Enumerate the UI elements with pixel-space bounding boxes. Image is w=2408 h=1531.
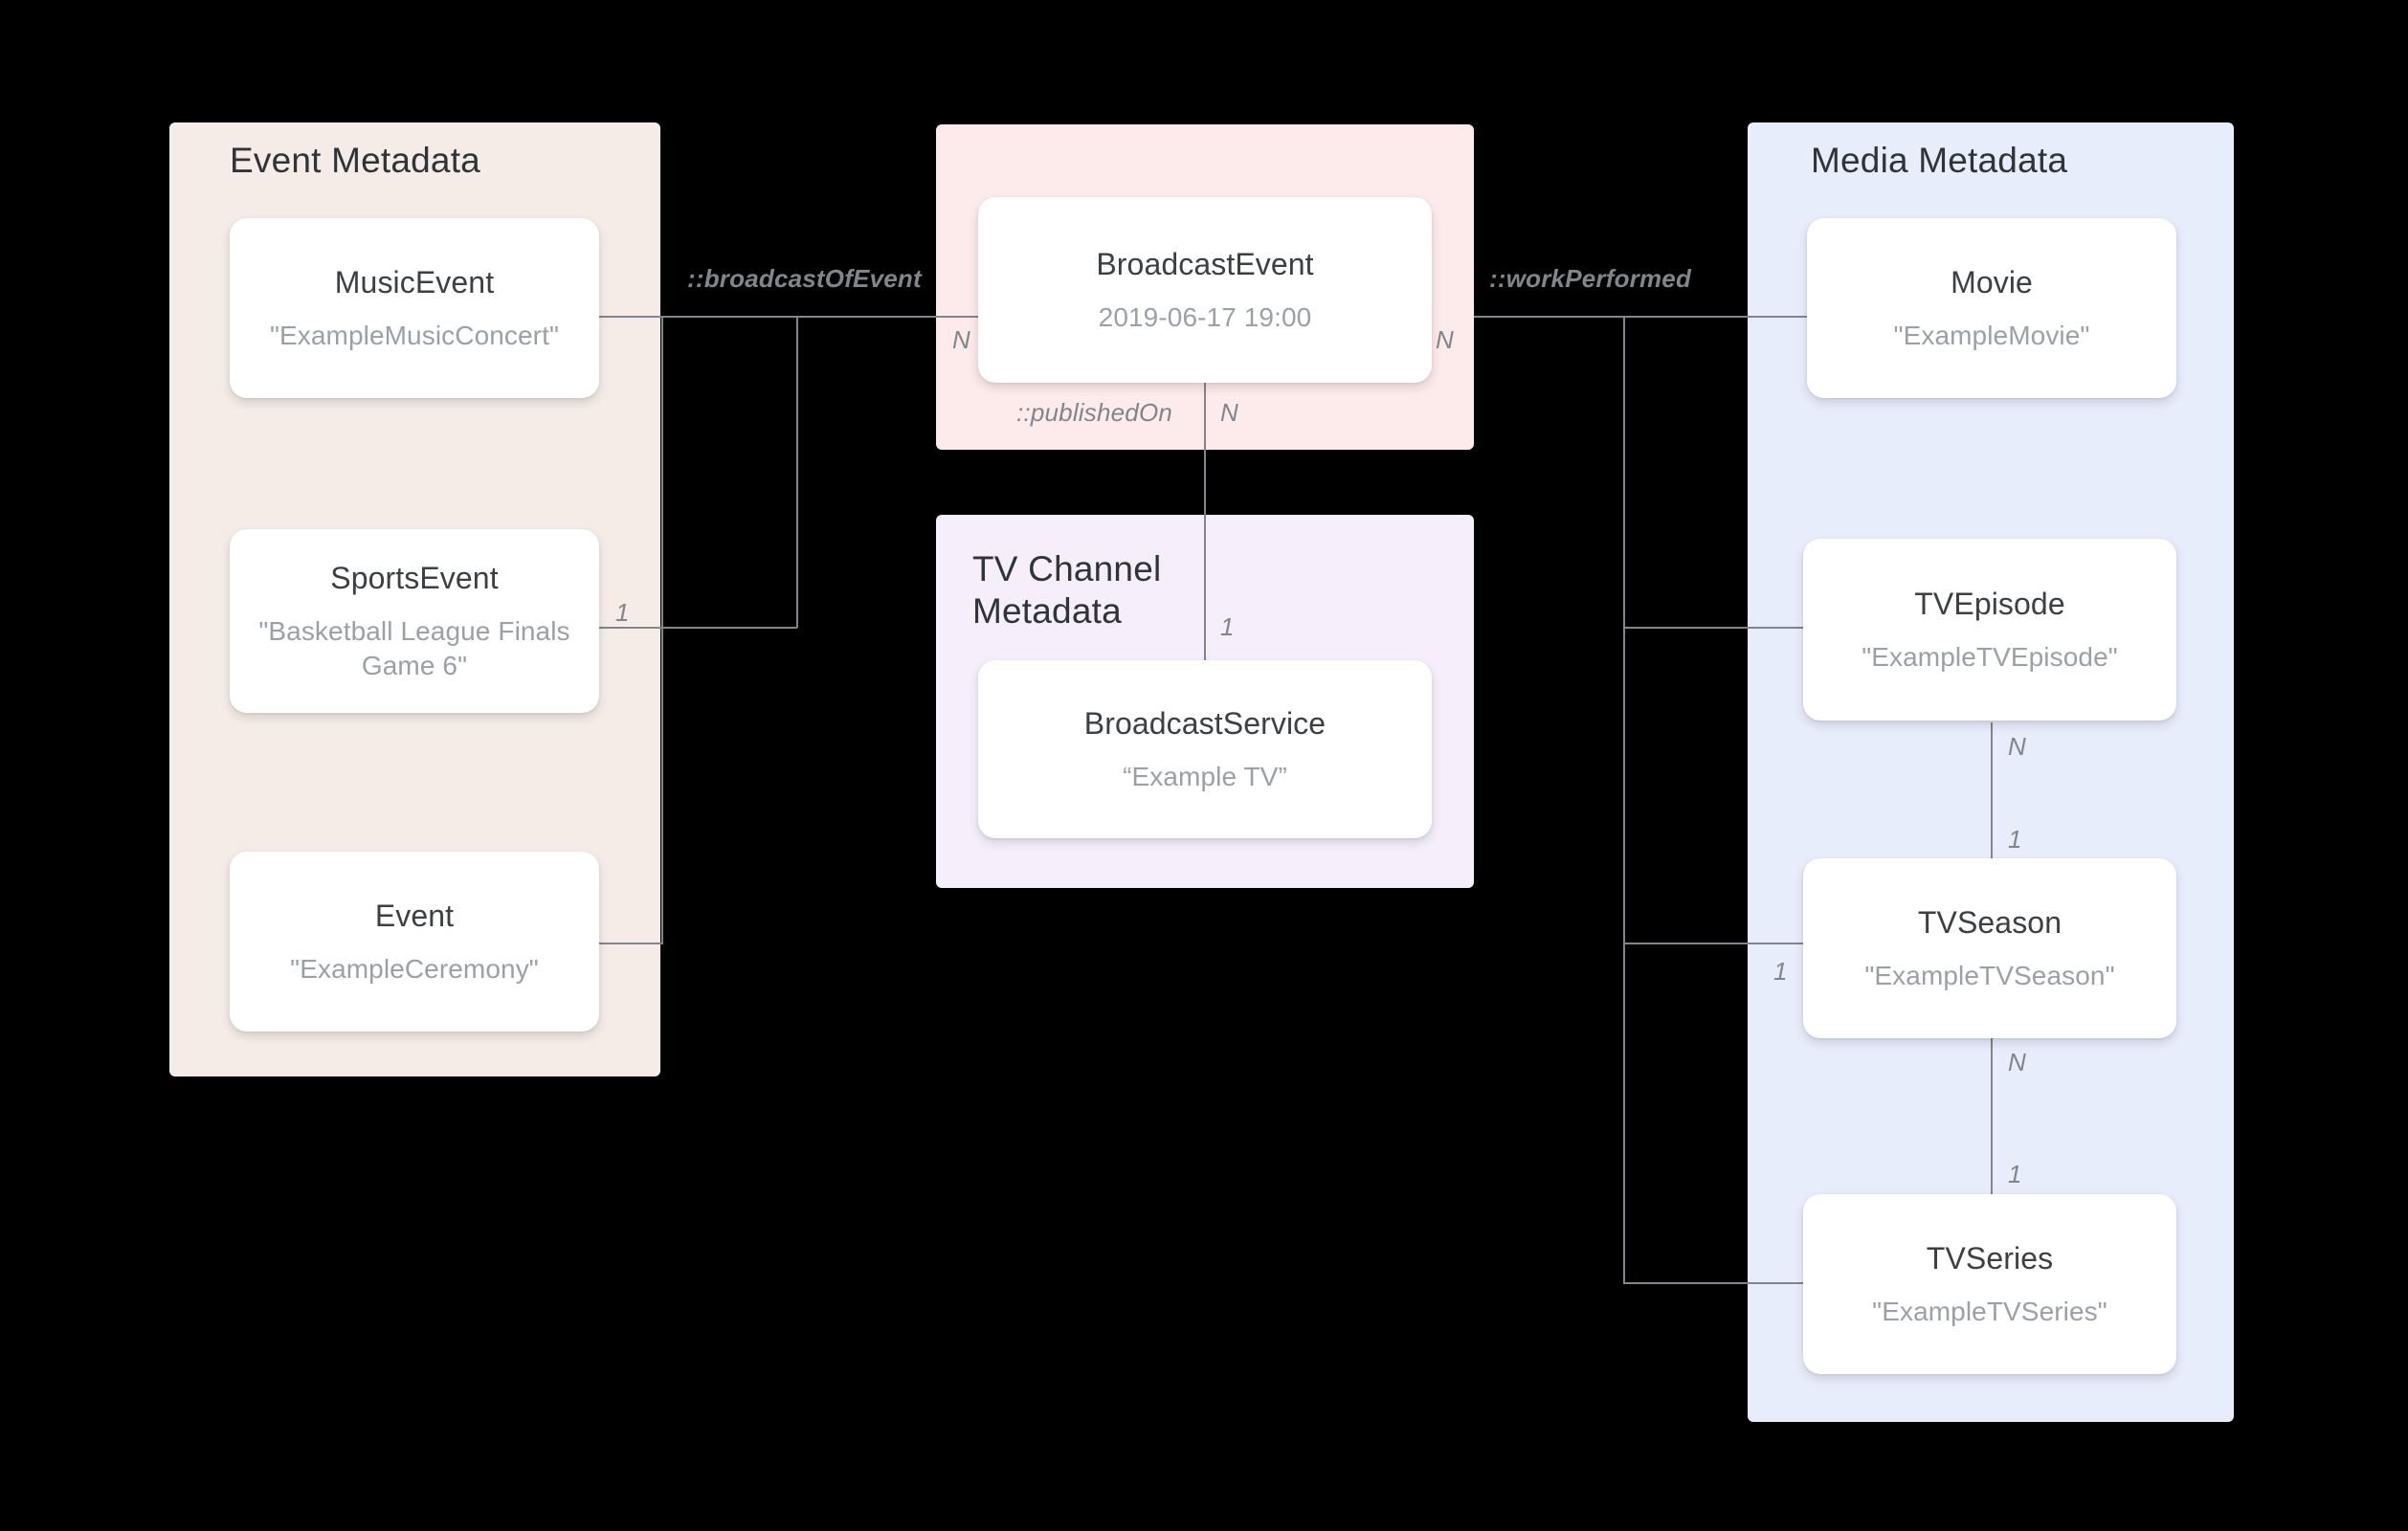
node-broadcast-event[interactable]: BroadcastEvent 2019-06-17 19:00 (978, 197, 1432, 383)
group-title-event-metadata: Event Metadata (230, 141, 480, 180)
node-music-event-title: MusicEvent (334, 264, 495, 300)
cardinality-broadcast-right: N (1436, 325, 1454, 354)
connector-outer-bus (796, 316, 798, 628)
connector-published-on (1204, 383, 1206, 660)
connector-movie-stub (1623, 316, 1807, 318)
node-music-event-value: "ExampleMusicConcert" (269, 320, 560, 350)
node-sports-event-title: SportsEvent (330, 560, 499, 595)
node-tv-series[interactable]: TVSeries "ExampleTVSeries" (1803, 1194, 2176, 1374)
connector-tv-series-stub (1623, 1282, 1807, 1284)
node-broadcast-service-value: “Example TV” (1123, 761, 1287, 791)
edge-label-work-performed: ::workPerformed (1489, 264, 1692, 293)
cardinality-episode-to-season-n: N (2008, 732, 2026, 761)
connector-event-stub (598, 943, 662, 944)
node-sports-event-value: "Basketball League Finals Game 6" (258, 615, 570, 680)
cardinality-season-to-series-one: 1 (2008, 1160, 2022, 1188)
connector-right-bus (1623, 316, 1625, 1282)
node-event-title: Event (374, 898, 455, 933)
node-music-event[interactable]: MusicEvent "ExampleMusicConcert" (230, 218, 599, 398)
node-broadcast-service[interactable]: BroadcastService “Example TV” (978, 660, 1432, 838)
cardinality-broadcast-left: N (952, 325, 970, 354)
node-movie-title: Movie (1951, 264, 2033, 300)
node-movie[interactable]: Movie "ExampleMovie" (1807, 218, 2176, 398)
cardinality-broadcast-published-n: N (1220, 398, 1238, 427)
node-tv-series-title: TVSeries (1926, 1240, 2054, 1276)
cardinality-season-from-work: 1 (1773, 957, 1788, 986)
node-event-value: "ExampleCeremony" (290, 953, 539, 984)
cardinality-season-to-series-n: N (2008, 1048, 2026, 1076)
connector-tv-episode-stub (1623, 627, 1807, 629)
edge-label-published-on: ::publishedOn (1016, 398, 1173, 427)
connector-episode-to-season (1991, 722, 1993, 904)
connector-tv-season-stub (1623, 943, 1807, 944)
node-event[interactable]: Event "ExampleCeremony" (230, 852, 599, 1032)
connector-broadcast-event-in (796, 316, 978, 318)
cardinality-episode-to-season-one: 1 (2008, 825, 2022, 854)
connector-music-event-stub (598, 316, 797, 318)
node-tv-episode-title: TVEpisode (1914, 586, 2065, 621)
connector-sports-event-stub (598, 627, 797, 629)
node-movie-value: "ExampleMovie" (1893, 320, 2090, 350)
node-broadcast-event-title: BroadcastEvent (1096, 246, 1314, 281)
node-tv-series-value: "ExampleTVSeries" (1872, 1296, 2107, 1326)
node-tv-season-title: TVSeason (1917, 904, 2062, 940)
connector-inner-bus (661, 316, 663, 944)
node-tv-episode[interactable]: TVEpisode "ExampleTVEpisode" (1803, 539, 2176, 721)
node-broadcast-service-title: BroadcastService (1083, 705, 1327, 741)
connector-work-performed-out (1474, 316, 1625, 318)
group-title-media-metadata: Media Metadata (1811, 141, 2068, 180)
node-tv-episode-value: "ExampleTVEpisode" (1862, 641, 2118, 672)
cardinality-broadcast-service-one: 1 (1220, 612, 1235, 641)
node-tv-season[interactable]: TVSeason "ExampleTVSeason" (1803, 858, 2176, 1038)
node-broadcast-event-value: 2019-06-17 19:00 (1098, 301, 1312, 332)
edge-label-broadcast-of-event: ::broadcastOfEvent (687, 264, 922, 293)
group-title-tv-channel-metadata: TV Channel Metadata (972, 549, 1162, 631)
cardinality-events-to-broadcast: 1 (615, 598, 630, 627)
connector-season-to-series (1991, 1038, 1993, 1220)
node-sports-event[interactable]: SportsEvent "Basketball League Finals Ga… (230, 529, 599, 713)
node-tv-season-value: "ExampleTVSeason" (1864, 960, 2115, 990)
